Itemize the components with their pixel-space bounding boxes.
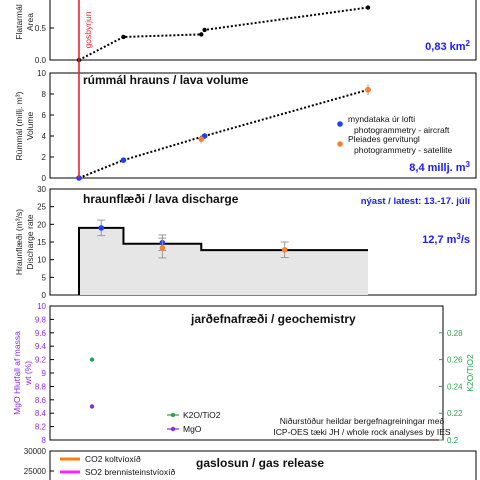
legend-satellite-line1: Pleiades gervitungl [348,134,420,144]
legend-k2o-label: K2O/TiO2 [183,410,221,420]
discharge-tick-label: 5 [42,273,47,282]
discharge-value-label: 12,7 m3/s [422,232,470,246]
volume-plot-frame [49,72,477,179]
volume-legend: myndataka úr lofti photogrammetry - airc… [337,114,453,155]
legend-satellite-line2: photogrammetry - satellite [354,145,453,155]
legend-aircraft-marker [337,121,343,127]
mgo-tick-label: 10 [37,302,46,311]
mgo-tick-label: 9.8 [35,315,47,324]
legend-so2-label: SO2 brennisteinstvíoxíð [85,467,176,477]
area-plot-frame [49,0,477,61]
gas-legend: CO2 koltvíoxíð SO2 brennisteinstvíoxíð [60,454,176,477]
k2o-point [89,357,95,362]
geochemistry-panel: 8 8.2 8.4 8.6 8.8 9 9.2 9.4 9.6 9.8 10 0.2 0.22 0.24… [12,302,475,445]
mgo-ylabel-2: wt (%) [23,361,33,386]
gas-title: gaslosun / gas release [196,456,324,470]
mgo-ylabel-1: MgO Hlutfall af massa [12,331,22,415]
geochem-note-2: ICP-OES tæki JH / whole rock analyses by… [273,427,450,437]
area-ylabel-2: Area [25,13,35,31]
mgo-tick-label: 8.4 [35,409,47,418]
area-point [199,32,204,37]
mgo-tick-label: 8.6 [35,396,47,405]
volume-tick-label: 4 [42,132,47,141]
volume-title: rúmmál hrauns / lava volume [83,73,249,87]
mgo-tick-label: 8.2 [35,423,47,432]
volume-point-aircraft [120,157,127,163]
legend-k2o-marker [170,412,176,418]
discharge-tick-label: 0 [42,291,47,300]
discharge-tick-label: 10 [37,256,46,265]
eruption-start-label: gosbyrjun [83,11,93,48]
volume-point-satellite [365,87,371,93]
k2o-tick-label: 0.2 [447,436,459,445]
mgo-tick-label: 9 [42,369,47,378]
mgo-point [89,404,95,409]
k2o-tio2-ylabel: K2O/TiO2 [465,354,475,392]
discharge-point [159,245,166,251]
discharge-tick-label: 20 [37,220,46,229]
area-point [202,27,207,33]
gas-tick-label: 25000 [24,467,47,476]
geochem-note-1: Niðurstöður heildar bergefnagreiningar m… [280,416,445,426]
discharge-title: hraunflæði / lava discharge [83,192,239,206]
area-line [78,6,369,61]
volume-tick-label: 8 [42,90,47,99]
area-point [365,5,371,10]
k2o-tick-label: 0.26 [447,356,463,365]
discharge-ylabel-2: Discharge rate [25,214,35,270]
mgo-tick-label: 8.8 [35,382,47,391]
k2o-tick-label: 0.28 [447,329,463,338]
geochem-legend: K2O/TiO2 MgO [167,410,221,434]
legend-satellite-marker [337,141,343,147]
area-point [121,34,126,40]
discharge-point [98,225,105,231]
gas-panel: 30000 25000 gaslosun / gas release CO2 ko… [24,447,477,480]
discharge-ylabel-1: Hraunflæði (m³/s) [14,209,24,275]
volume-ylabel-1: Rúmmál (millj. m³) [14,91,24,160]
area-value-label: 0,83 km2 [425,39,470,53]
volume-point-satellite [198,136,205,142]
area-tick-label: 0.0 [35,56,47,65]
volume-tick-label: 2 [42,153,47,162]
volume-trend-line [78,88,369,179]
mgo-tick-label: 9.2 [35,356,47,365]
area-panel: 0.0 0.5 Flatarmál Area gosbyrjun 0,83 km2 [14,0,477,65]
volume-panel: 0 2 4 6 8 10 rúmmál hrauns / lava volume Rúmm… [14,69,477,183]
legend-aircraft-line2: photogrammetry - aircraft [354,125,450,135]
volume-value-label: 8,4 millj. m3 [409,160,470,174]
volume-ylabel-2: Volume [25,112,35,141]
discharge-step-line [78,226,368,295]
k2o-tick-label: 0.22 [447,409,463,418]
legend-mgo-label: MgO [183,424,202,434]
geochem-title: jarðefnafræði / geochemistry [190,312,356,326]
k2o-tick-label: 0.24 [447,382,463,391]
discharge-panel: 0 5 10 15 20 25 30 hraunflæði / lava discharge… [14,185,477,300]
legend-aircraft-line1: myndataka úr lofti [348,114,415,124]
mgo-tick-label: 9.6 [35,329,47,338]
gas-tick-label: 30000 [24,447,47,456]
discharge-point [281,246,288,253]
area-tick-label: 0.5 [35,24,47,33]
volume-tick-label: 10 [37,69,46,78]
mgo-tick-label: 8 [42,436,47,445]
discharge-tick-label: 30 [37,185,46,194]
discharge-tick-label: 25 [37,203,46,212]
discharge-step-fill [79,227,368,295]
mgo-tick-label: 9.4 [35,342,47,351]
area-ylabel-1: Flatarmál [14,4,24,40]
legend-co2-label: CO2 koltvíoxíð [85,454,141,464]
volume-tick-label: 0 [42,174,47,183]
discharge-latest-label: nýast / latest: 13.-17. júlí [361,196,471,207]
volume-tick-label: 6 [42,111,47,120]
legend-mgo-marker [170,426,176,432]
discharge-tick-label: 15 [37,238,46,247]
